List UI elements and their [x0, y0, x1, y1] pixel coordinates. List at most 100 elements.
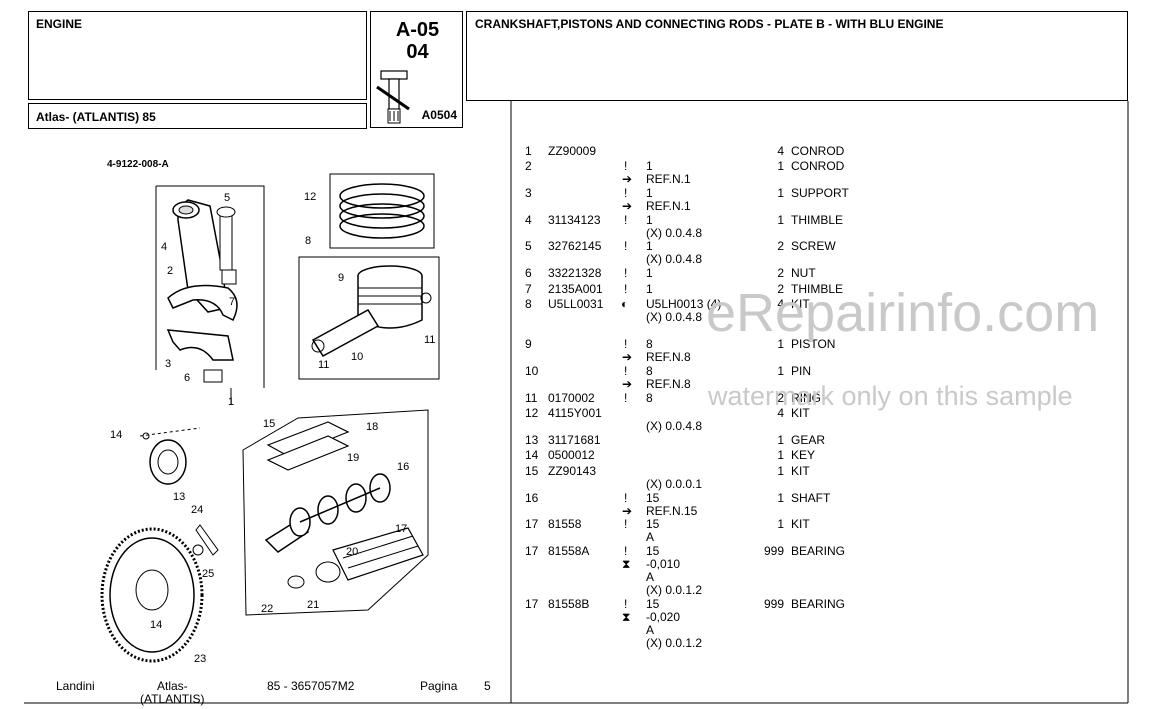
quantity: 1	[777, 186, 784, 200]
title-box: CRANKSHAFT,PISTONS AND CONNECTING RODS -…	[466, 11, 1128, 101]
description: PISTON	[791, 337, 836, 351]
callout: 1	[228, 396, 235, 408]
qty-note: U5LH0013 (4)	[646, 297, 722, 311]
qty-note: 8	[646, 364, 653, 378]
qty-note: 15	[646, 491, 660, 505]
callout: 11	[318, 359, 330, 371]
description: GEAR	[791, 433, 826, 447]
change-flag: !	[624, 517, 628, 531]
qty-note: 1	[646, 282, 653, 296]
quantity: 999	[763, 597, 784, 611]
code-ref: A0504	[421, 108, 457, 122]
sub-note: (X) 0.0.0.1	[646, 477, 703, 491]
part-number: 81558A	[548, 544, 590, 558]
quantity: 1	[777, 337, 784, 351]
footer-page-number: 5	[484, 679, 491, 693]
ref-number: 4	[525, 213, 532, 227]
footer-brand: Landini	[56, 679, 95, 693]
ref-number: 17	[525, 517, 539, 531]
description: PIN	[791, 364, 812, 378]
ref-number: 1	[525, 144, 532, 158]
sub-note: (X) 0.0.1.2	[646, 636, 703, 650]
quantity: 4	[777, 406, 784, 420]
change-flag: !	[624, 159, 628, 173]
part-number: ZZ90009	[548, 144, 597, 158]
group-box: ENGINE	[28, 11, 367, 100]
ref-number: 15	[525, 464, 539, 478]
description: CONROD	[791, 159, 845, 173]
change-flag: !	[624, 282, 628, 296]
description: SCREW	[791, 239, 836, 253]
qty-note: 15	[646, 597, 660, 611]
ref-number: 11	[525, 391, 538, 405]
description: KIT	[791, 464, 810, 478]
sub-note: (X) 0.0.4.8	[646, 310, 703, 324]
quantity: 999	[763, 544, 784, 558]
quantity: 1	[777, 517, 784, 531]
code-sub: 04	[406, 41, 429, 63]
ref-number: 14	[525, 448, 539, 462]
change-flag: !	[624, 364, 628, 378]
reference-arrow-icon: ➔	[622, 199, 633, 213]
ref-number: 17	[525, 597, 539, 611]
watermark-main: eRepairinfo.com	[706, 283, 1100, 343]
part-number: 4115Y001	[548, 406, 602, 420]
callout: 6	[184, 372, 191, 384]
code-main: A-05	[395, 19, 440, 41]
footer-doc: 85 - 3657057M2	[267, 679, 355, 693]
ref-number: 6	[525, 266, 532, 280]
part-number: U5LL0031	[548, 297, 604, 311]
quantity: 2	[777, 282, 784, 296]
change-flag: !	[624, 597, 628, 611]
sub-note: REF.N.15	[646, 504, 698, 518]
callout: 13	[173, 491, 186, 503]
part-number: 81558	[548, 517, 582, 531]
part-number: 32762145	[548, 239, 602, 253]
callout: 15	[263, 418, 276, 430]
sub-note: REF.N.8	[646, 350, 691, 364]
qty-note: 15	[646, 544, 660, 558]
qty-note: 15	[646, 517, 660, 531]
change-flag: !	[624, 186, 628, 200]
sub-note: A	[646, 623, 655, 637]
sub-note: (X) 0.0.1.2	[646, 583, 703, 597]
change-flag: !	[624, 239, 628, 253]
footer-model-line1: Atlas-	[157, 679, 188, 693]
undersize-icon: ⧗	[622, 610, 631, 624]
part-number: 0500012	[548, 448, 595, 462]
quantity: 1	[777, 159, 784, 173]
ref-number: 12	[525, 406, 539, 420]
reference-arrow-icon: ➔	[622, 377, 633, 391]
change-flag: !	[624, 337, 628, 351]
qty-note: 8	[646, 391, 653, 405]
description: BEARING	[791, 544, 846, 558]
callout: 9	[338, 272, 345, 284]
callout: 11	[424, 334, 436, 346]
group-label: ENGINE	[36, 17, 83, 31]
qty-note: 1	[646, 186, 653, 200]
sub-note: (X) 0.0.4.8	[646, 252, 703, 266]
callout: 23	[194, 653, 207, 665]
footer-page-label: Pagina	[420, 679, 458, 693]
callout: 16	[397, 461, 410, 473]
quantity: 1	[777, 433, 784, 447]
part-number: 0170002	[548, 391, 595, 405]
ref-number: 2	[525, 159, 532, 173]
quantity: 1	[777, 491, 784, 505]
callout: 8	[305, 235, 312, 247]
description: SHAFT	[791, 491, 831, 505]
callout: 7	[229, 296, 236, 308]
quantity: 2	[777, 266, 784, 280]
change-flag: !	[624, 266, 628, 280]
callout: 4	[161, 241, 168, 253]
sub-note: REF.N.1	[646, 199, 691, 213]
code-box: A-05 04 A0504	[370, 11, 463, 128]
callout: 22	[261, 603, 274, 615]
ref-number: 5	[525, 239, 532, 253]
quantity: 1	[777, 448, 784, 462]
sub-note: (X) 0.0.4.8	[646, 419, 703, 433]
description: KEY	[791, 448, 816, 462]
change-flag: !	[624, 491, 628, 505]
part-number: 31134123	[548, 213, 601, 227]
